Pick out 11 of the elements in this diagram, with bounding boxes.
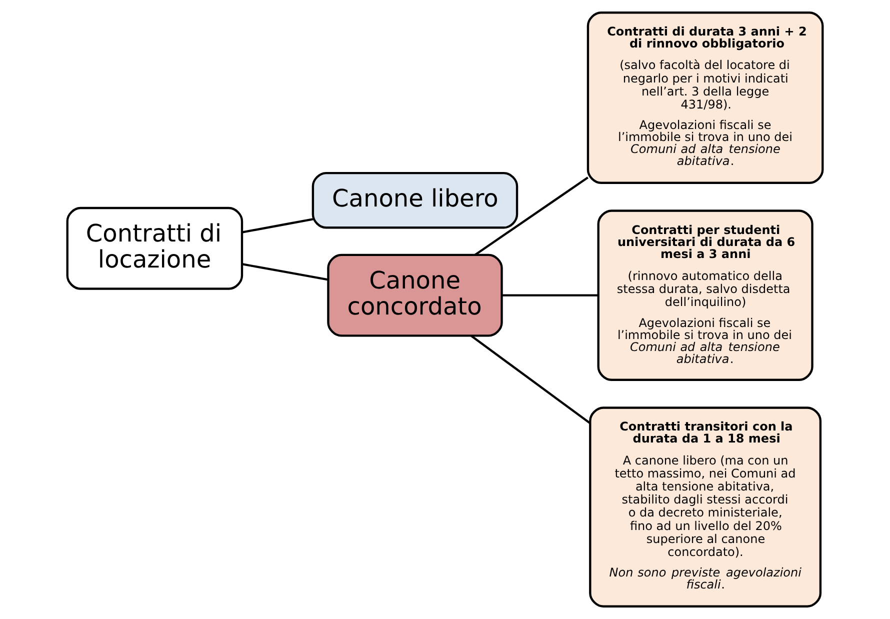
connector xyxy=(242,263,328,281)
connector xyxy=(470,335,591,424)
node-box: Contratti di locazione xyxy=(66,206,244,290)
node-box: Canone concordato xyxy=(327,254,503,337)
node-box: Contratti di durata 3 anni + 2 di rinnovo obbligatorio (salvo facoltà del locatore di negarlo per i motivi indicati nell’art. 3 della legge 431/98). Agevolazioni fiscali se l’immobile si trova in uno dei Comuni ad alta tensione abitativa. xyxy=(586,12,824,184)
connector xyxy=(242,218,314,234)
connector xyxy=(474,176,588,256)
connector xyxy=(502,294,598,296)
node-box: Contratti per studenti universitari di durata da 6 mesi a 3 anni (rinnovo automatico della stessa durata, salvo disdetta dell’inquilino) Agevolazioni fiscali se l’immobile si trova in uno dei Comuni ad alta tensione abitativa. xyxy=(597,210,814,381)
node-box: Canone libero xyxy=(312,172,518,229)
node-box: Contratti transitori con la durata da 1 a 18 mesi A canone libero (ma con un tetto massimo, nei Comuni ad alta tensione abitativa, stabilito dagli stessi accordi o da decreto ministeriale, fino ad un livello del 20% superiore al canone concordato). Non sono previste agevolazioni fiscali. xyxy=(589,406,822,608)
